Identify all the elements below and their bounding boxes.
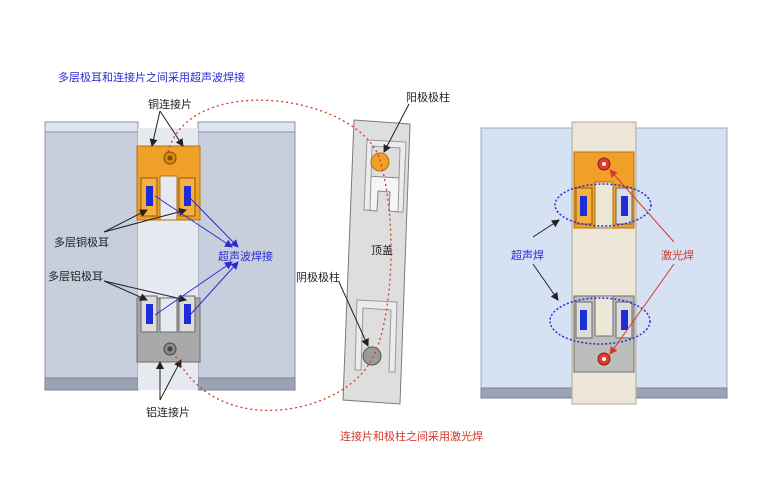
laser-title: 连接片和极柱之间采用激光焊 bbox=[340, 430, 483, 443]
cathode-post-label: 阴极极柱 bbox=[296, 271, 340, 284]
right-cell-body bbox=[197, 127, 296, 391]
ultrasonic-weld-short-label: 超声焊 bbox=[511, 249, 544, 262]
laser-link-dotted-curve bbox=[167, 99, 392, 412]
ultrasonic-zone-bottom bbox=[549, 297, 651, 345]
ultrasonic-weld-label: 超声波焊接 bbox=[218, 250, 273, 263]
ultrasonic-arrows bbox=[154, 195, 239, 316]
ultrasonic-title: 多层极耳和连接片之间采用超声波焊接 bbox=[58, 71, 245, 84]
laser-weld-label: 激光焊 bbox=[661, 249, 694, 262]
cathode-post-circle bbox=[362, 346, 382, 366]
anode-post-circle bbox=[370, 152, 390, 172]
aluminum-connector-label: 铝连接片 bbox=[146, 406, 190, 419]
left-callout-arrows bbox=[103, 110, 187, 401]
laser-callouts bbox=[609, 169, 675, 355]
post-callout-arrows bbox=[338, 103, 410, 347]
right-cell-assembly bbox=[480, 121, 728, 405]
right-ultrasonic-callouts bbox=[532, 219, 560, 301]
left-cell-body bbox=[44, 127, 139, 391]
left-cell-assembly bbox=[44, 121, 296, 391]
anode-post-label: 阳极极柱 bbox=[406, 91, 450, 104]
copper-connector-label: 铜连接片 bbox=[148, 98, 192, 111]
top-cover bbox=[342, 119, 411, 405]
multi-copper-tab-label: 多层铜极耳 bbox=[54, 236, 109, 249]
top-cover-label: 顶盖 bbox=[371, 244, 393, 257]
multi-aluminum-tab-label: 多层铝极耳 bbox=[48, 270, 103, 283]
ultrasonic-zone-top bbox=[554, 183, 652, 227]
